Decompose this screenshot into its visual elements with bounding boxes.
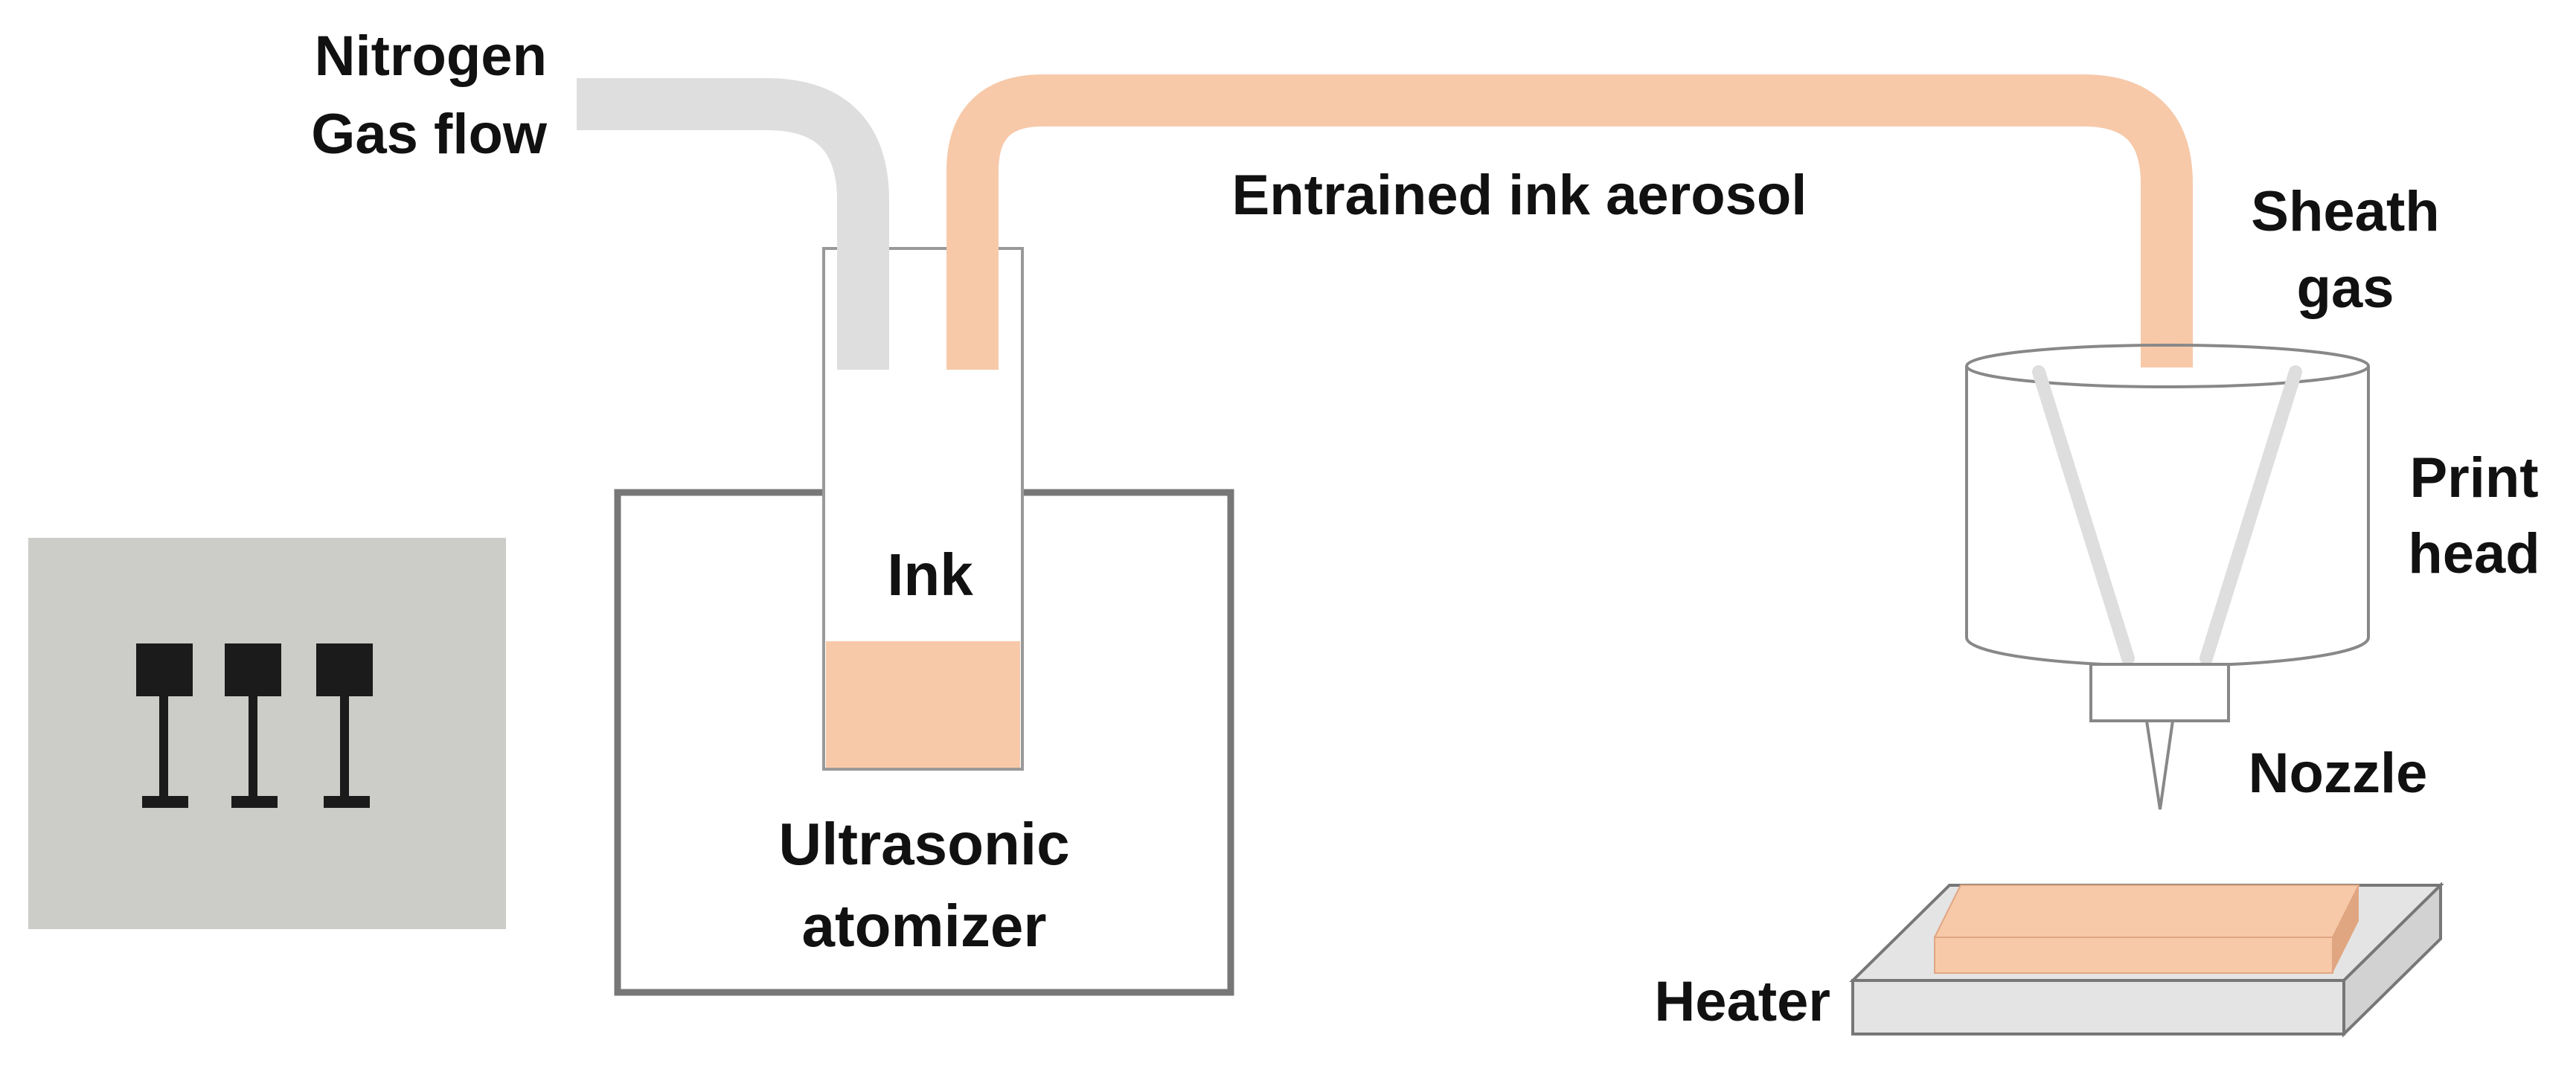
photo-background [28, 538, 506, 929]
aerosol-tube [946, 74, 2193, 370]
nitrogen-tube [577, 78, 889, 370]
atomizer-label-line2: atomizer [802, 893, 1047, 959]
nozzle-label: Nozzle [2249, 742, 2428, 805]
ink-liquid [826, 641, 1020, 768]
atomizer-label-line1: Ultrasonic [778, 811, 1069, 877]
printed-pattern-2 [225, 643, 281, 808]
nozzle-collar [2089, 663, 2230, 722]
printed-pattern-1 [136, 643, 193, 808]
heater-label: Heater [1654, 970, 1830, 1033]
nitrogen-label-line1: Nitrogen [315, 25, 547, 88]
print-head-label-line2: head [2408, 522, 2540, 585]
nitrogen-label-line2: Gas flow [311, 103, 548, 166]
print-head-label-line1: Print [2409, 446, 2538, 510]
print-head-body [1965, 366, 2370, 667]
entrained-aerosol-label: Entrained ink aerosol [1232, 164, 1807, 227]
printed-substrate [1933, 884, 2360, 974]
printed-sample-photo [28, 538, 506, 929]
nozzle-tip [2144, 719, 2175, 810]
aerosol-tube-entry [2141, 347, 2193, 367]
printed-pattern-3 [316, 643, 373, 808]
sheath-gas-label-line2: gas [2297, 257, 2394, 320]
sheath-gas-channels [2032, 365, 2302, 665]
sheath-gas-label-line1: Sheath [2251, 180, 2439, 243]
ink-label: Ink [887, 542, 973, 608]
